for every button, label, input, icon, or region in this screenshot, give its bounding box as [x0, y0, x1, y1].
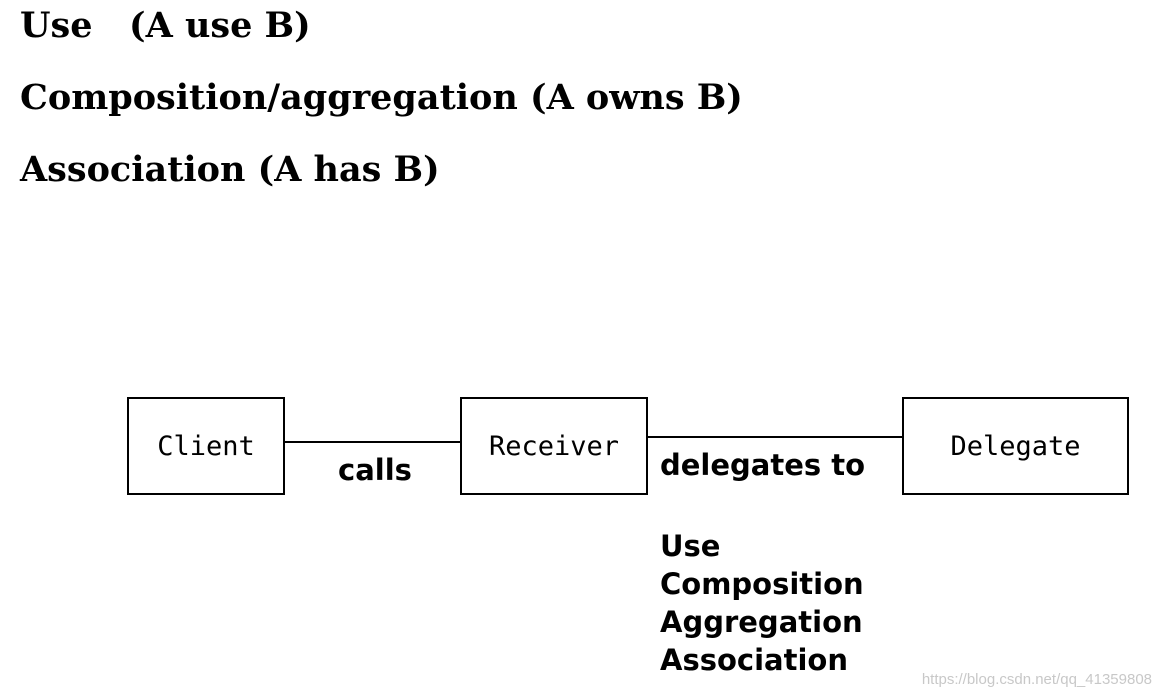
connector-calls — [285, 441, 460, 443]
node-delegate: Delegate — [902, 397, 1129, 495]
node-receiver: Receiver — [460, 397, 648, 495]
node-delegate-label: Delegate — [950, 430, 1081, 462]
node-receiver-label: Receiver — [488, 430, 620, 462]
relation-kinds-list: Use Composition Aggregation Association — [660, 527, 864, 679]
heading-composition-aggregation: Composition/aggregation (A owns B) — [20, 77, 743, 118]
node-client-label: Client — [157, 430, 255, 462]
edge-label-calls: calls — [338, 453, 412, 487]
connector-delegates-to — [648, 436, 902, 438]
node-client: Client — [127, 397, 285, 495]
relation-kind-use: Use — [660, 529, 721, 563]
relation-kind-association: Association — [660, 643, 848, 677]
edge-label-delegates-to: delegates to — [660, 448, 866, 482]
heading-use: Use (A use B) — [20, 5, 311, 46]
relation-kind-composition: Composition — [660, 567, 864, 601]
relation-kind-aggregation: Aggregation — [660, 605, 863, 639]
heading-association: Association (A has B) — [20, 149, 440, 190]
watermark: https://blog.csdn.net/qq_41359808 — [921, 671, 1152, 688]
